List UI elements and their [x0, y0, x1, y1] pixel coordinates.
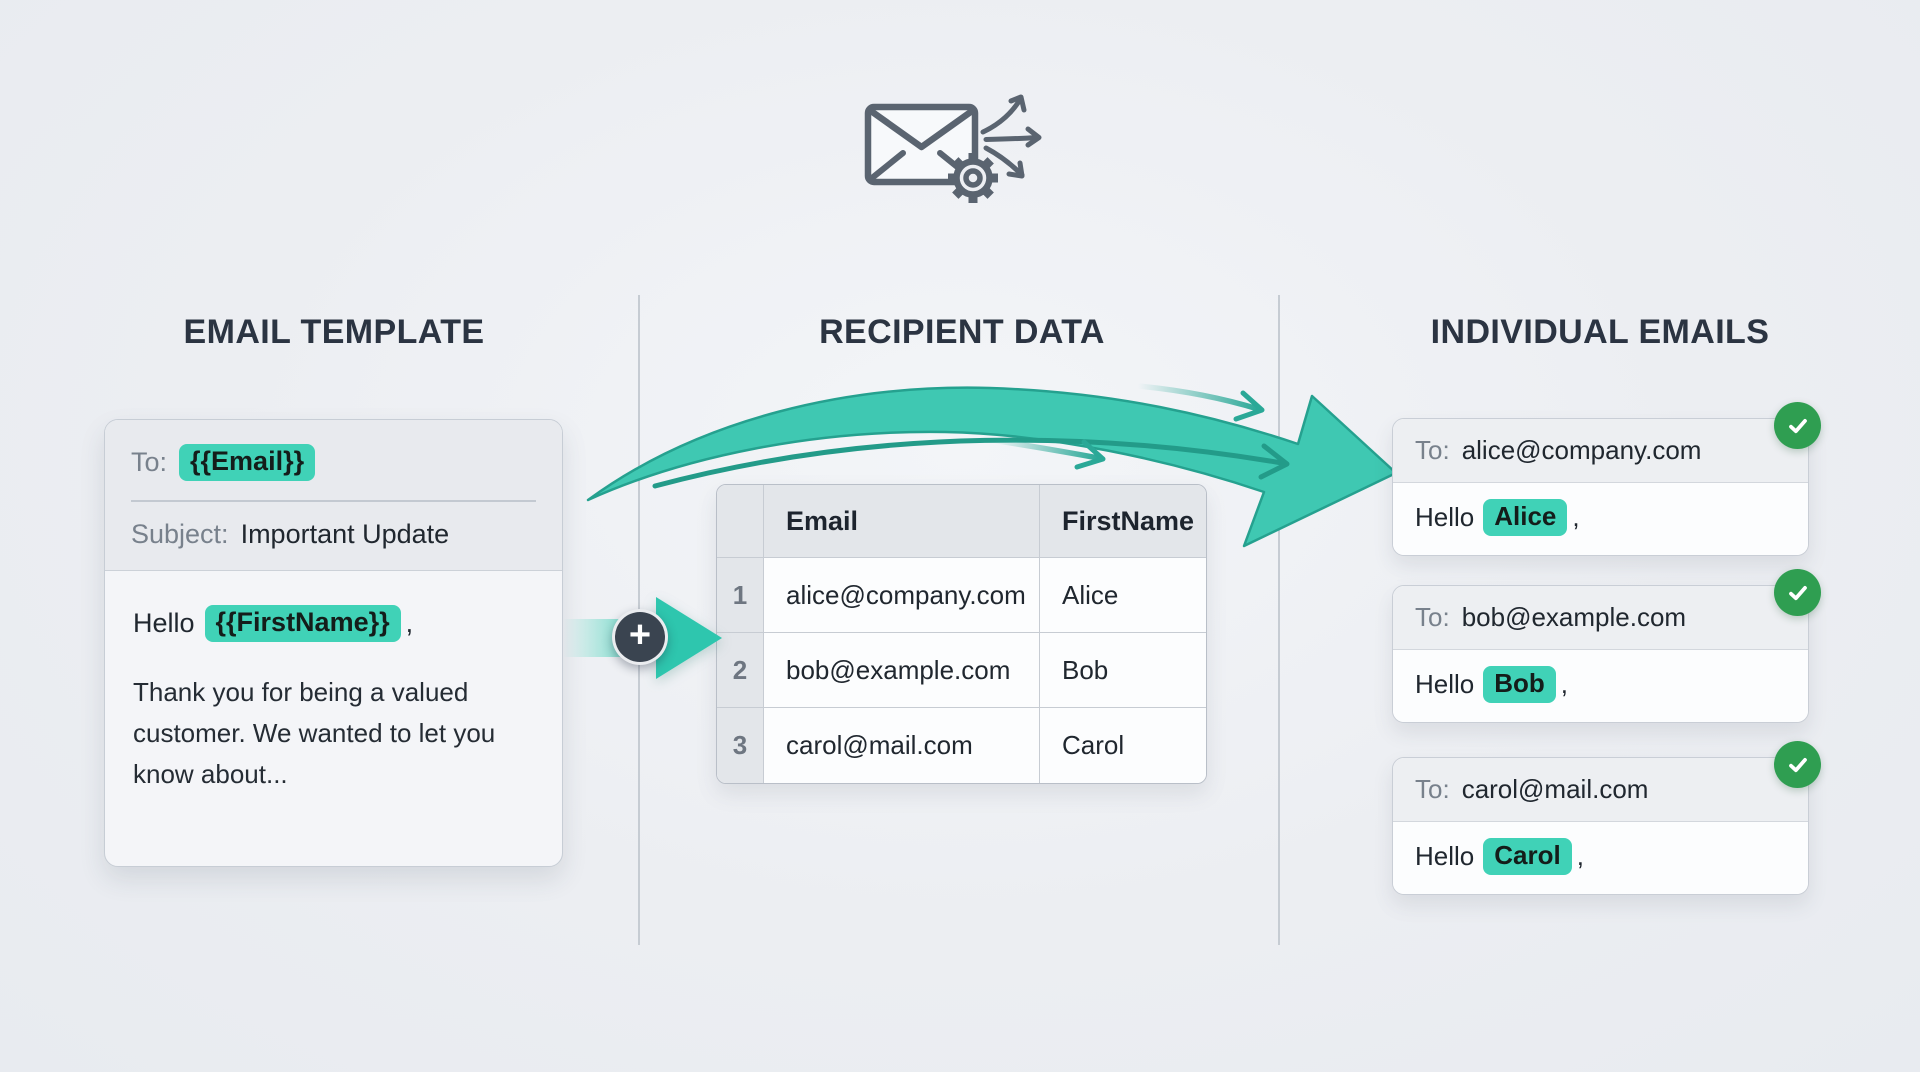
row-number: 3: [717, 708, 764, 783]
individual-email-card: To: carol@mail.com Hello Carol ,: [1392, 741, 1821, 895]
email-to-row: To: alice@company.com: [1393, 419, 1808, 483]
email-to-row: To: bob@example.com: [1393, 586, 1808, 650]
template-greeting: Hello {{FirstName}} ,: [133, 604, 534, 642]
email-greeting-row: Hello Bob ,: [1393, 650, 1808, 722]
to-label: To:: [131, 447, 168, 477]
greeting-prefix: Hello: [1415, 502, 1475, 532]
header-separator: [131, 500, 536, 502]
table-cell-email: carol@mail.com: [764, 708, 1040, 783]
template-to-row: To: {{Email}}: [131, 444, 536, 481]
row-number: 2: [717, 633, 764, 708]
to-value: alice@company.com: [1461, 435, 1702, 465]
section-title-recipient-data: RECIPIENT DATA: [819, 313, 1105, 351]
greeting-prefix: Hello: [1415, 669, 1475, 699]
to-value: bob@example.com: [1461, 602, 1687, 632]
template-subject-row: Subject: Important Update: [131, 519, 536, 550]
table-cell-firstname: Carol: [1040, 708, 1206, 783]
template-card-header: To: {{Email}} Subject: Important Update: [105, 420, 562, 570]
individual-email-card: To: alice@company.com Hello Alice ,: [1392, 402, 1821, 556]
subject-label: Subject:: [131, 518, 229, 549]
check-icon: [1774, 402, 1821, 449]
table-cell-firstname: Bob: [1040, 633, 1206, 708]
email-to-row: To: carol@mail.com: [1393, 758, 1808, 822]
email-greeting-row: Hello Alice ,: [1393, 483, 1808, 555]
firstname-variable-chip: {{FirstName}}: [204, 604, 401, 642]
table-cell-firstname: Alice: [1040, 558, 1206, 633]
to-label: To:: [1415, 602, 1450, 632]
check-icon: [1774, 741, 1821, 788]
greeting-suffix: ,: [1572, 502, 1580, 532]
email-template-card: To: {{Email}} Subject: Important Update …: [104, 419, 563, 867]
template-card-body: Hello {{FirstName}} , Thank you for bein…: [105, 569, 562, 829]
table-cell-email: bob@example.com: [764, 633, 1040, 708]
greeting-suffix: ,: [405, 607, 414, 638]
subject-value: Important Update: [240, 518, 450, 549]
template-body-text: Thank you for being a valued customer. W…: [133, 676, 496, 789]
check-icon: [1774, 569, 1821, 616]
to-label: To:: [1415, 774, 1450, 804]
recipient-data-table: Email FirstName 1 alice@company.com Alic…: [716, 484, 1207, 784]
email-variable-chip: {{Email}}: [179, 444, 316, 481]
greeting-prefix: Hello: [133, 607, 195, 638]
section-title-individual-emails: INDIVIDUAL EMAILS: [1430, 313, 1770, 351]
table-header-email: Email: [764, 485, 1040, 558]
table-cell-email: alice@company.com: [764, 558, 1040, 633]
row-number: 1: [717, 558, 764, 633]
recipient-name-chip: Alice: [1483, 499, 1568, 536]
individual-email-card: To: bob@example.com Hello Bob ,: [1392, 569, 1821, 723]
table-header-firstname: FirstName: [1040, 485, 1206, 558]
greeting-suffix: ,: [1576, 841, 1584, 871]
envelope-gear-send-icon: [864, 94, 1042, 203]
recipient-name-chip: Carol: [1483, 838, 1572, 875]
to-label: To:: [1415, 435, 1450, 465]
table-corner-cell: [717, 485, 764, 558]
plus-icon: +: [612, 609, 668, 665]
email-greeting-row: Hello Carol ,: [1393, 822, 1808, 894]
plus-glyph: +: [628, 614, 652, 656]
greeting-prefix: Hello: [1415, 841, 1475, 871]
greeting-suffix: ,: [1560, 669, 1569, 699]
to-value: carol@mail.com: [1461, 774, 1649, 804]
column-divider: [1278, 295, 1280, 945]
section-title-email-template: EMAIL TEMPLATE: [183, 313, 485, 351]
recipient-name-chip: Bob: [1483, 666, 1556, 703]
